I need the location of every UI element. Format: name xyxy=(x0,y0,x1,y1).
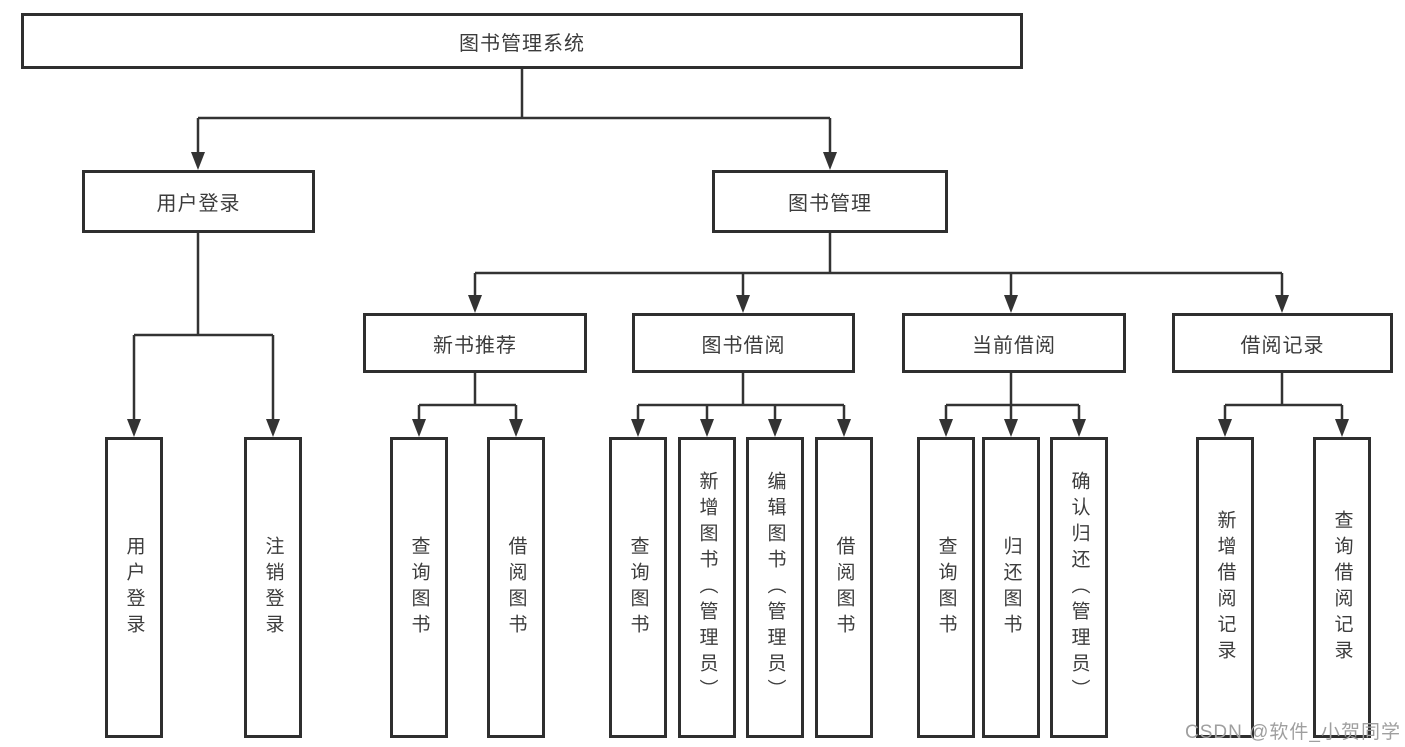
leaf-borrow-books-1-label: 借阅图书 xyxy=(505,535,527,640)
leaf-add-books-admin: 新增图书（管理员） xyxy=(678,437,736,738)
node-new-book-recommend-label: 新书推荐 xyxy=(433,334,517,357)
arrowhead-icon xyxy=(768,419,782,437)
leaf-add-books-admin-label: 新增图书（管理员） xyxy=(696,470,718,705)
leaf-user-login: 用户登录 xyxy=(105,437,163,738)
arrowhead-icon xyxy=(1072,419,1086,437)
node-current-borrow: 当前借阅 xyxy=(902,313,1126,373)
leaf-query-books-2-label: 查询图书 xyxy=(627,535,649,640)
node-borrow-records-label: 借阅记录 xyxy=(1240,334,1325,357)
leaf-logout: 注销登录 xyxy=(244,437,302,738)
leaf-query-books-3: 查询图书 xyxy=(917,437,975,738)
leaf-logout-label: 注销登录 xyxy=(262,535,284,640)
arrowhead-icon xyxy=(736,295,750,313)
leaf-confirm-return-admin: 确认归还（管理员） xyxy=(1050,437,1108,738)
node-book-management: 图书管理 xyxy=(712,170,948,233)
leaf-confirm-return-admin-label: 确认归还（管理员） xyxy=(1068,470,1090,705)
node-book-borrow: 图书借阅 xyxy=(632,313,855,373)
node-new-book-recommend: 新书推荐 xyxy=(363,313,587,373)
node-book-management-label: 图书管理 xyxy=(788,193,872,215)
arrowhead-icon xyxy=(1004,295,1018,313)
leaf-borrow-books-2-label: 借阅图书 xyxy=(833,535,855,640)
node-user-login-label: 用户登录 xyxy=(156,193,241,215)
leaf-query-books-1: 查询图书 xyxy=(390,437,448,738)
arrowhead-icon xyxy=(1218,419,1232,437)
leaf-query-books-2: 查询图书 xyxy=(609,437,667,738)
node-book-borrow-label: 图书借阅 xyxy=(701,334,786,357)
node-library-system: 图书管理系统 xyxy=(21,13,1023,69)
tree-branch-lines xyxy=(134,69,1342,407)
arrowhead-icon xyxy=(1004,419,1018,437)
leaf-return-books: 归还图书 xyxy=(982,437,1040,738)
csdn-watermark: CSDN @软件_小贺同学 xyxy=(1185,722,1401,743)
arrowhead-icon xyxy=(191,152,205,170)
leaf-add-borrow-record: 新增借阅记录 xyxy=(1196,437,1254,738)
leaf-user-login-label: 用户登录 xyxy=(123,535,145,640)
arrowhead-icon xyxy=(1335,419,1349,437)
leaf-query-books-3-label: 查询图书 xyxy=(935,535,957,640)
connector-segments xyxy=(132,69,1344,421)
arrowhead-icon xyxy=(631,419,645,437)
leaf-return-books-label: 归还图书 xyxy=(1000,535,1022,640)
arrowhead-icon xyxy=(837,419,851,437)
arrowhead-icon xyxy=(509,419,523,437)
node-library-system-label: 图书管理系统 xyxy=(459,32,585,55)
arrowheads xyxy=(127,152,1349,437)
arrowhead-icon xyxy=(468,295,482,313)
arrowhead-icon xyxy=(266,419,280,437)
arrowhead-icon xyxy=(939,419,953,437)
leaf-edit-books-admin-label: 编辑图书（管理员） xyxy=(764,470,786,705)
arrowhead-icon xyxy=(1275,295,1289,313)
arrowhead-icon xyxy=(823,152,837,170)
node-current-borrow-label: 当前借阅 xyxy=(972,334,1056,357)
arrowhead-icon xyxy=(700,419,714,437)
leaf-query-borrow-record: 查询借阅记录 xyxy=(1313,437,1371,738)
arrowhead-icon xyxy=(127,419,141,437)
arrow-stems xyxy=(132,118,1344,421)
leaf-borrow-books-2: 借阅图书 xyxy=(815,437,873,738)
leaf-add-borrow-record-label: 新增借阅记录 xyxy=(1214,509,1236,666)
leaf-query-books-1-label: 查询图书 xyxy=(408,535,430,640)
node-borrow-records: 借阅记录 xyxy=(1172,313,1393,373)
leaf-borrow-books-1: 借阅图书 xyxy=(487,437,545,738)
leaf-edit-books-admin: 编辑图书（管理员） xyxy=(746,437,804,738)
arrowhead-icon xyxy=(412,419,426,437)
node-user-login: 用户登录 xyxy=(82,170,315,233)
leaf-query-borrow-record-label: 查询借阅记录 xyxy=(1331,509,1353,666)
